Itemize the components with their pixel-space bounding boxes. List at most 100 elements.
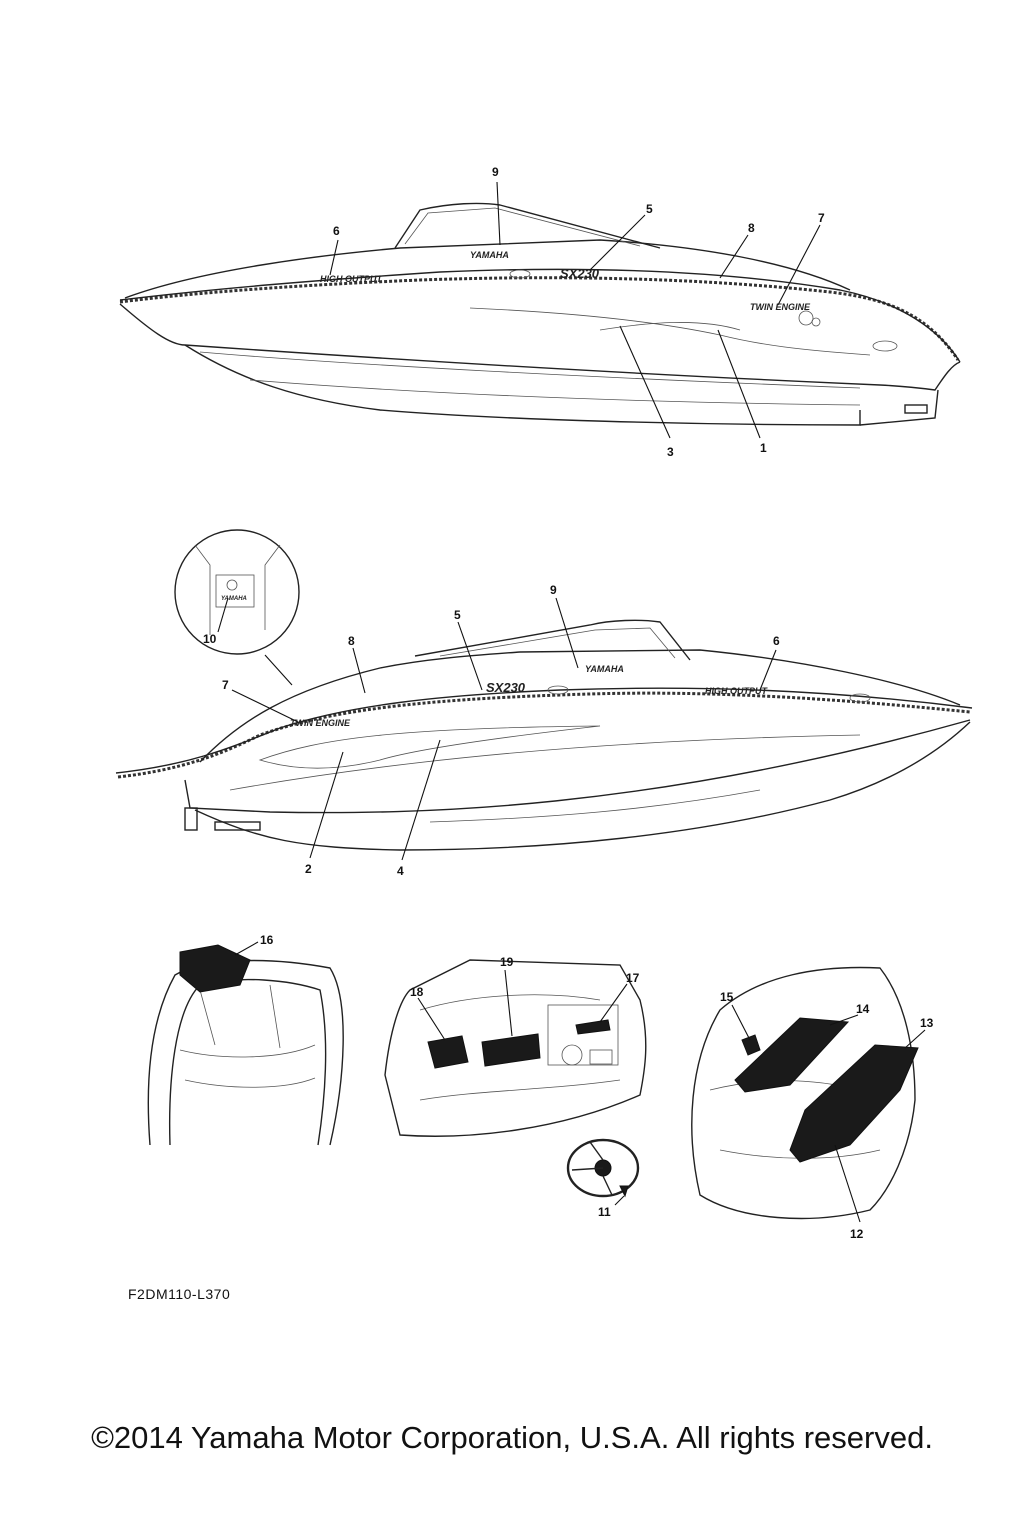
callout-16: 16 (260, 933, 274, 947)
top-strake-2 (249, 379, 861, 406)
interior-helm-view: 18 19 17 11 (384, 955, 647, 1219)
callout-5-top: 5 (646, 202, 653, 216)
steering-wheel-spokes (571, 1141, 613, 1196)
interior-gauge (561, 1044, 583, 1066)
leader-top-1 (717, 329, 761, 439)
interior-left-seat-2 (184, 1077, 316, 1088)
callout-12: 12 (850, 1227, 864, 1241)
top-hull-bottom (184, 344, 861, 426)
top-brand-decal: YAMAHA (470, 250, 509, 260)
leader-top-6 (329, 239, 339, 276)
detail-line-1 (194, 544, 211, 635)
interior-left-inner (169, 978, 327, 1146)
boat-bottom-view: YAMAHA SX230 HIGH OUTPUT TWIN ENGINE 9 5… (115, 583, 973, 878)
callout-6-top: 6 (333, 224, 340, 238)
bottom-deck (199, 649, 961, 763)
callout-8-top: 8 (748, 221, 755, 235)
detail-panel (215, 574, 255, 608)
bottom-swoosh (258, 725, 601, 769)
bottom-model-decal: SX230 (486, 680, 526, 695)
leader-10 (217, 597, 229, 633)
leader-14 (829, 1014, 859, 1026)
bottom-high-output-decal: HIGH OUTPUT (705, 686, 769, 696)
bottom-sheer-stripe (117, 691, 971, 779)
detail-logo-icon (226, 579, 238, 591)
callout-2-bottom: 2 (305, 862, 312, 876)
bottom-strake-2 (429, 789, 761, 823)
decal-18 (427, 1035, 469, 1069)
leader-detail-arrow (264, 654, 293, 686)
interior-display (589, 1049, 613, 1065)
callout-17: 17 (626, 971, 640, 985)
leader-top-3 (619, 325, 671, 439)
bottom-strake-1 (229, 734, 861, 791)
interior-center-outline (384, 959, 647, 1137)
detail-line-2 (264, 544, 281, 630)
callout-6-bottom: 6 (773, 634, 780, 648)
callout-15: 15 (720, 990, 734, 1004)
bottom-windshield-inner (439, 627, 676, 659)
interior-left-seat-lines (199, 984, 281, 1049)
mat-decal-12-13 (789, 1044, 919, 1163)
leader-11 (614, 1195, 625, 1206)
decal-19 (481, 1033, 541, 1067)
top-windshield-inner (404, 207, 641, 247)
decal-15 (741, 1034, 761, 1056)
callout-3-top: 3 (667, 445, 674, 459)
bottom-twin-engine-decal: TWIN ENGINE (290, 718, 351, 728)
leader-top-8 (719, 234, 749, 279)
leader-bottom-8 (352, 647, 366, 694)
top-cleat-1 (509, 269, 531, 279)
leader-bottom-6 (759, 649, 777, 691)
top-swoosh-2 (599, 322, 741, 331)
decal-17 (575, 1019, 611, 1035)
bottom-hull-chine (184, 719, 971, 814)
top-hull-chine (119, 303, 961, 391)
detail-circle (174, 529, 300, 655)
callout-1-top: 1 (760, 441, 767, 455)
top-cleat-2 (872, 340, 898, 352)
leader-bottom-5 (457, 621, 483, 691)
top-exhaust (904, 404, 928, 414)
top-deck (124, 239, 851, 299)
callout-13: 13 (920, 1016, 934, 1030)
leader-15 (731, 1004, 751, 1041)
callout-19: 19 (500, 955, 514, 969)
callout-9-top: 9 (492, 165, 499, 179)
top-twin-engine-decal: TWIN ENGINE (750, 302, 811, 312)
leader-17 (599, 983, 628, 1023)
callout-5-bottom: 5 (454, 608, 461, 622)
bottom-hull-bottom (194, 721, 971, 851)
hatch-decal-16 (179, 944, 251, 993)
steering-screw (619, 1185, 629, 1198)
bottom-cleat-2 (849, 693, 871, 703)
top-model-decal: SX230 (560, 266, 600, 281)
leader-bottom-7 (231, 689, 299, 723)
leader-bottom-9 (555, 597, 579, 669)
callout-8-bottom: 8 (348, 634, 355, 648)
leader-top-5 (589, 214, 646, 271)
interior-right-outline (691, 966, 916, 1220)
top-strake-1 (199, 351, 861, 389)
top-sheer-stripe (119, 276, 960, 361)
interior-dash (547, 1004, 619, 1066)
bottom-windshield (414, 619, 691, 661)
mat-decal-14 (734, 1017, 850, 1093)
bottom-brand-decal: YAMAHA (585, 664, 624, 674)
detail-inset: YAMAHA 10 (174, 529, 300, 686)
interior-stern-view: 16 (147, 933, 344, 1146)
bottom-transom (184, 807, 198, 831)
leader-top-7 (777, 224, 821, 306)
top-gauge (798, 310, 814, 326)
leader-16 (234, 941, 259, 956)
callout-7-bottom: 7 (222, 678, 229, 692)
leader-bottom-2 (309, 751, 344, 859)
callout-14: 14 (856, 1002, 870, 1016)
leader-bottom-4 (401, 739, 441, 861)
leader-top-9 (496, 181, 501, 246)
top-gunwale (119, 268, 961, 363)
top-gauge-2 (811, 317, 821, 327)
bottom-gunwale (115, 687, 973, 774)
